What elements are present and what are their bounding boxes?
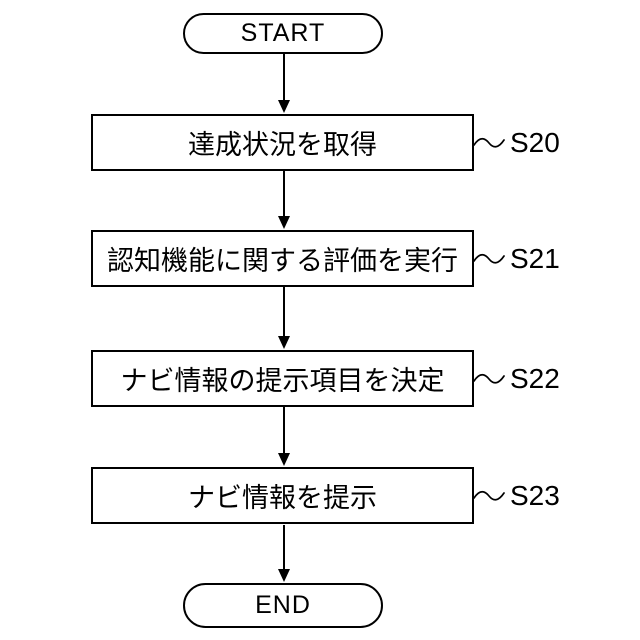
step-ref-s22: S22 xyxy=(473,362,560,396)
step-ref-s21: S21 xyxy=(473,242,560,276)
process-label-s23: ナビ情報を提示 xyxy=(188,483,377,513)
step-ref-s20: S20 xyxy=(473,126,560,160)
end-node: END xyxy=(183,583,383,628)
process-label-s22: ナビ情報の提示項目を決定 xyxy=(120,366,445,396)
tilde-connector-icon xyxy=(473,373,505,384)
process-box-s21: 認知機能に関する評価を実行 xyxy=(91,230,474,287)
arrow-s20-to-s21 xyxy=(278,171,290,229)
arrow-s22-to-s23 xyxy=(278,407,290,466)
step-id-s23: S23 xyxy=(510,480,560,511)
process-label-s21: 認知機能に関する評価を実行 xyxy=(107,246,458,276)
step-id-s22: S22 xyxy=(510,363,560,394)
start-node: START xyxy=(183,13,383,54)
start-label: START xyxy=(240,19,326,47)
process-box-s23: ナビ情報を提示 xyxy=(91,467,474,524)
arrow-s21-to-s22 xyxy=(278,287,290,349)
arrow-start-to-s20 xyxy=(278,54,290,113)
tilde-connector-icon xyxy=(473,137,505,148)
process-label-s20: 達成状況を取得 xyxy=(188,130,377,160)
step-id-s21: S21 xyxy=(510,243,560,274)
process-box-s22: ナビ情報の提示項目を決定 xyxy=(91,350,474,407)
step-ref-s23: S23 xyxy=(473,479,560,513)
tilde-connector-icon xyxy=(473,490,505,501)
step-id-s20: S20 xyxy=(510,127,560,158)
tilde-connector-icon xyxy=(473,253,505,264)
arrow-s23-to-end xyxy=(278,525,290,582)
end-label: END xyxy=(255,591,311,619)
process-box-s20: 達成状況を取得 xyxy=(91,114,474,171)
